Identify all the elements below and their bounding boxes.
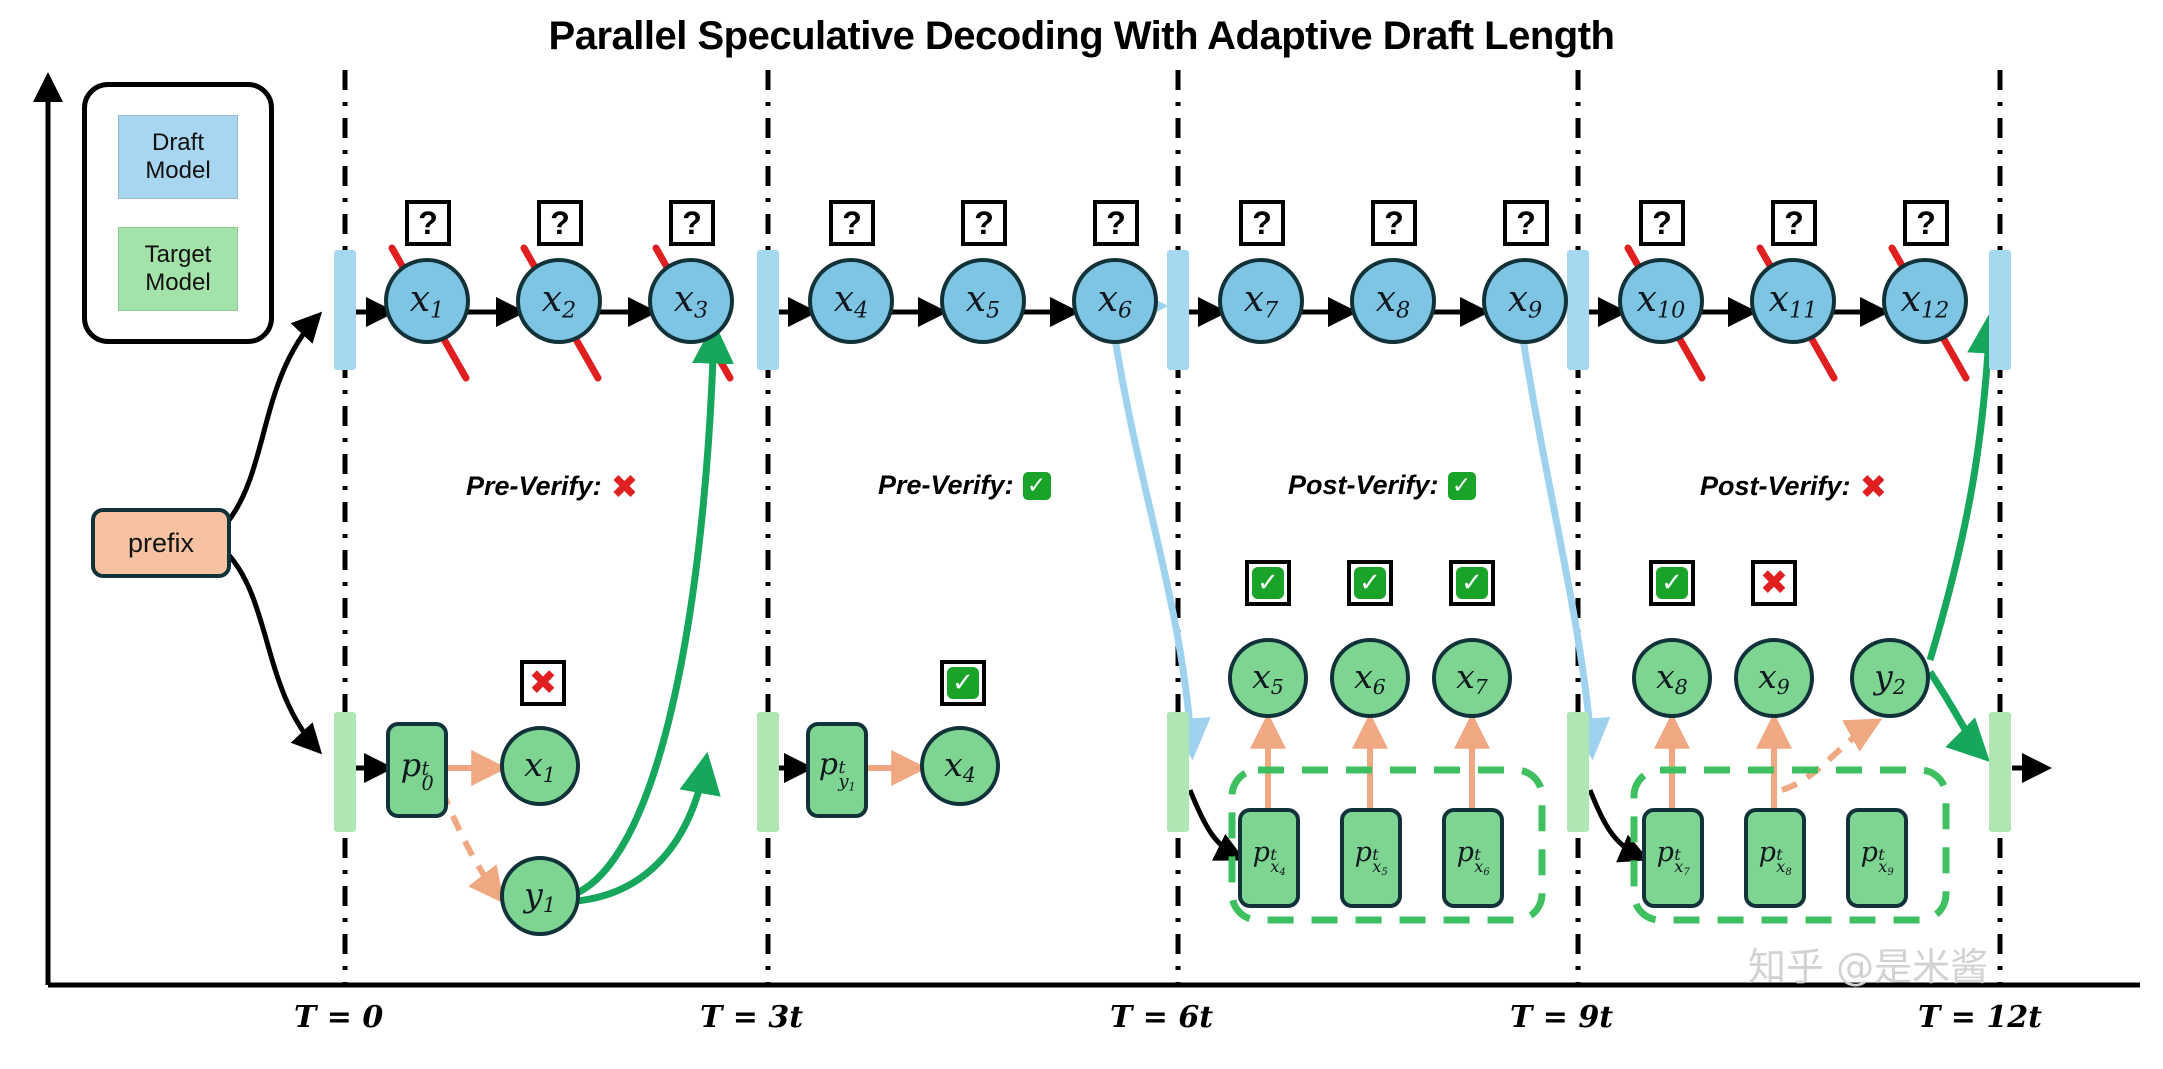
verify-badge-accept: ✓ (940, 660, 986, 706)
unknown-box: ? (405, 200, 451, 246)
target-token-x8: x8 (1632, 638, 1712, 718)
unknown-box: ? (1503, 200, 1549, 246)
accept-icon: ✓ (1252, 567, 1284, 599)
verify-label-3: Post-Verify: ✓ (1288, 470, 1476, 501)
unknown-box: ? (829, 200, 875, 246)
target-cache-bar-t3 (757, 712, 779, 832)
reject-icon: ✖ (1759, 563, 1789, 603)
target-token-x6: x6 (1330, 638, 1410, 718)
verify-badge-accept: ✓ (1347, 560, 1393, 606)
draft-token-x5: x5 (940, 258, 1026, 344)
draft-token-x3: x3 (648, 258, 734, 344)
target-cache-bar-t9 (1567, 712, 1589, 832)
verify-label-2: Pre-Verify: ✓ (878, 470, 1051, 501)
axis-tick-3t: T = 3t (700, 1000, 804, 1035)
accept-icon: ✓ (1656, 567, 1688, 599)
verify-label-2-text: Pre-Verify: (878, 470, 1014, 500)
reject-icon: ✖ (528, 663, 558, 703)
unknown-box: ? (961, 200, 1007, 246)
draft-cache-bar-t9 (1567, 250, 1589, 370)
axis-tick-12t: T = 12t (1918, 1000, 2042, 1035)
accept-icon: ✓ (947, 667, 979, 699)
axis-tick-6t: T = 6t (1110, 1000, 1214, 1035)
target-token-x9: x9 (1734, 638, 1814, 718)
target-cache-bar-t6 (1167, 712, 1189, 832)
accept-icon: ✓ (1456, 567, 1488, 599)
target-resample-token-y1: y1 (500, 856, 580, 936)
verify-label-4-text: Post-Verify: (1700, 471, 1851, 501)
watermark: 知乎 @是米酱 (1748, 945, 1989, 989)
draft-token-x8: x8 (1350, 258, 1436, 344)
verify-badge-accept: ✓ (1649, 560, 1695, 606)
draft-token-x11: x11 (1750, 258, 1836, 344)
unknown-box: ? (1903, 200, 1949, 246)
verify-badge-reject: ✖ (520, 660, 566, 706)
draft-token-x12: x12 (1882, 258, 1968, 344)
draft-token-x7: x7 (1218, 258, 1304, 344)
target-token-x1: x1 (500, 726, 580, 806)
draft-token-x9: x9 (1482, 258, 1568, 344)
target-cache-bar-t0 (334, 712, 356, 832)
verify-label-3-text: Post-Verify: (1288, 470, 1439, 500)
draft-token-x6: x6 (1072, 258, 1158, 344)
unknown-box: ? (1239, 200, 1285, 246)
reject-icon: ✖ (1859, 467, 1888, 506)
accept-icon: ✓ (1447, 471, 1476, 500)
unknown-box: ? (1371, 200, 1417, 246)
verify-badge-accept: ✓ (1449, 560, 1495, 606)
unknown-box: ? (537, 200, 583, 246)
draft-cache-bar-t12 (1989, 250, 2011, 370)
draft-cache-bar-t0 (334, 250, 356, 370)
target-cache-bar-t12 (1989, 712, 2011, 832)
draft-cache-bar-t6 (1167, 250, 1189, 370)
accept-icon: ✓ (1022, 471, 1051, 500)
verify-badge-accept: ✓ (1245, 560, 1291, 606)
draft-token-x2: x2 (516, 258, 602, 344)
axis-tick-9t: T = 9t (1510, 1000, 1614, 1035)
target-token-x5: x5 (1228, 638, 1308, 718)
page-title: Parallel Speculative Decoding With Adapt… (548, 14, 1615, 58)
verify-label-1-text: Pre-Verify: (466, 471, 602, 501)
draft-token-x10: x10 (1618, 258, 1704, 344)
axis-tick-0: T = 0 (294, 1000, 384, 1035)
prefix-branch-arrows (224, 311, 323, 755)
verify-label-4: Post-Verify: ✖ (1700, 470, 1887, 503)
reject-icon: ✖ (610, 467, 639, 506)
unknown-box: ? (1771, 200, 1817, 246)
unknown-box: ? (669, 200, 715, 246)
draft-token-x4: x4 (808, 258, 894, 344)
prefix-node: prefix (91, 508, 231, 578)
target-resample-token-y2: y2 (1850, 638, 1930, 718)
draft-cache-bar-t3 (757, 250, 779, 370)
accept-icon: ✓ (1354, 567, 1386, 599)
verify-badge-reject: ✖ (1751, 560, 1797, 606)
verify-label-1: Pre-Verify: ✖ (466, 470, 638, 503)
unknown-box: ? (1639, 200, 1685, 246)
draft-token-x1: x1 (384, 258, 470, 344)
target-token-x7: x7 (1432, 638, 1512, 718)
unknown-box: ? (1093, 200, 1139, 246)
target-token-x4: x4 (920, 726, 1000, 806)
